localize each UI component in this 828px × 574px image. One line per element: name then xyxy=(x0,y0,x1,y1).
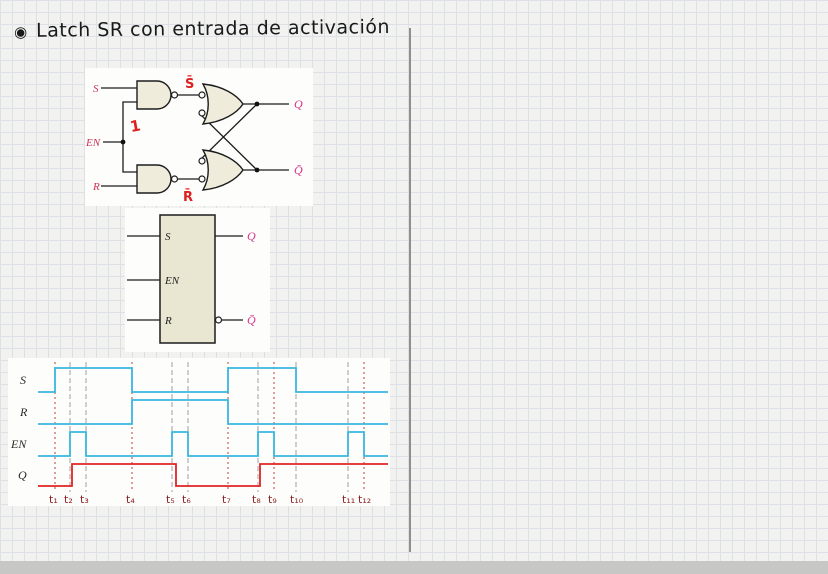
sr-latch-block-diagram: S EN R Q Q̄ xyxy=(125,208,270,352)
r-label: R xyxy=(92,181,100,193)
nand-gate-top xyxy=(136,80,172,110)
or-bottom-input-bubble-1 xyxy=(198,157,206,165)
q-junction-dot xyxy=(254,101,260,107)
page-title-text: Latch SR con entrada de activación xyxy=(35,16,391,42)
bullet-icon: ◉ xyxy=(13,22,28,41)
waveform-EN xyxy=(38,431,388,457)
time-label: t₁₂ xyxy=(358,493,371,506)
page-bottom-edge xyxy=(0,561,828,574)
signal-label-S: S xyxy=(20,373,26,387)
en-label: EN xyxy=(85,137,101,149)
s-label: S xyxy=(93,83,99,95)
signal-label-Q: Q xyxy=(18,468,27,482)
qbar-label: Q̄ xyxy=(294,163,303,177)
or-top-input-bubble-1 xyxy=(198,91,206,99)
waveform-R xyxy=(38,399,388,425)
time-label: t₉ xyxy=(268,493,277,506)
waveform-S xyxy=(38,367,388,393)
latch-block-body xyxy=(159,214,216,344)
nand-bottom-output-bubble xyxy=(170,175,179,183)
block-qbar-label: Q̄ xyxy=(247,313,256,327)
time-label: t₂ xyxy=(64,493,73,506)
qbar-junction-dot xyxy=(254,167,260,173)
page-title: ◉ Latch SR con entrada de activación xyxy=(14,16,390,42)
time-label: t₈ xyxy=(252,493,261,506)
sr-latch-gate-diagram: S EN R Q Q̄ S̄ R̄ 1 xyxy=(85,68,313,206)
r-bar-annotation: R̄ xyxy=(183,189,193,205)
signal-label-R: R xyxy=(19,405,28,419)
en-branch-up xyxy=(122,101,137,142)
nand-top-output-bubble xyxy=(170,91,179,99)
time-label: t₃ xyxy=(80,493,89,506)
block-q-label: Q xyxy=(247,229,256,243)
waveform-Q xyxy=(38,463,388,487)
time-label: t₁ xyxy=(49,493,58,506)
en-branch-down xyxy=(122,142,137,173)
sr-latch-block-svg: S EN R Q Q̄ xyxy=(127,214,256,344)
time-label: t₆ xyxy=(182,493,191,506)
or-bottom-input-bubble-2 xyxy=(198,175,206,183)
time-label: t₁₁ xyxy=(342,493,355,506)
block-qbar-bubble xyxy=(214,316,223,324)
page-divider-line xyxy=(409,28,411,552)
time-label: t₇ xyxy=(222,493,231,506)
block-en-label: EN xyxy=(164,275,180,287)
s-bar-annotation: S̄ xyxy=(185,76,194,92)
negative-or-gate-top xyxy=(201,83,244,125)
en-junction-dot xyxy=(120,139,126,145)
time-label: t₅ xyxy=(166,493,175,506)
signal-label-EN: EN xyxy=(10,437,27,451)
or-top-input-bubble-2 xyxy=(198,109,206,117)
sr-latch-circuit-svg: S EN R Q Q̄ S̄ R̄ 1 xyxy=(85,76,303,205)
time-label: t₄ xyxy=(126,493,135,506)
block-s-label: S xyxy=(165,231,171,243)
time-label: t₁₀ xyxy=(290,493,304,506)
nand-gate-bottom xyxy=(136,164,172,194)
en-value-annotation: 1 xyxy=(129,116,142,136)
block-r-label: R xyxy=(164,315,172,327)
q-label: Q xyxy=(294,97,303,111)
negative-or-gate-bottom xyxy=(201,149,244,191)
